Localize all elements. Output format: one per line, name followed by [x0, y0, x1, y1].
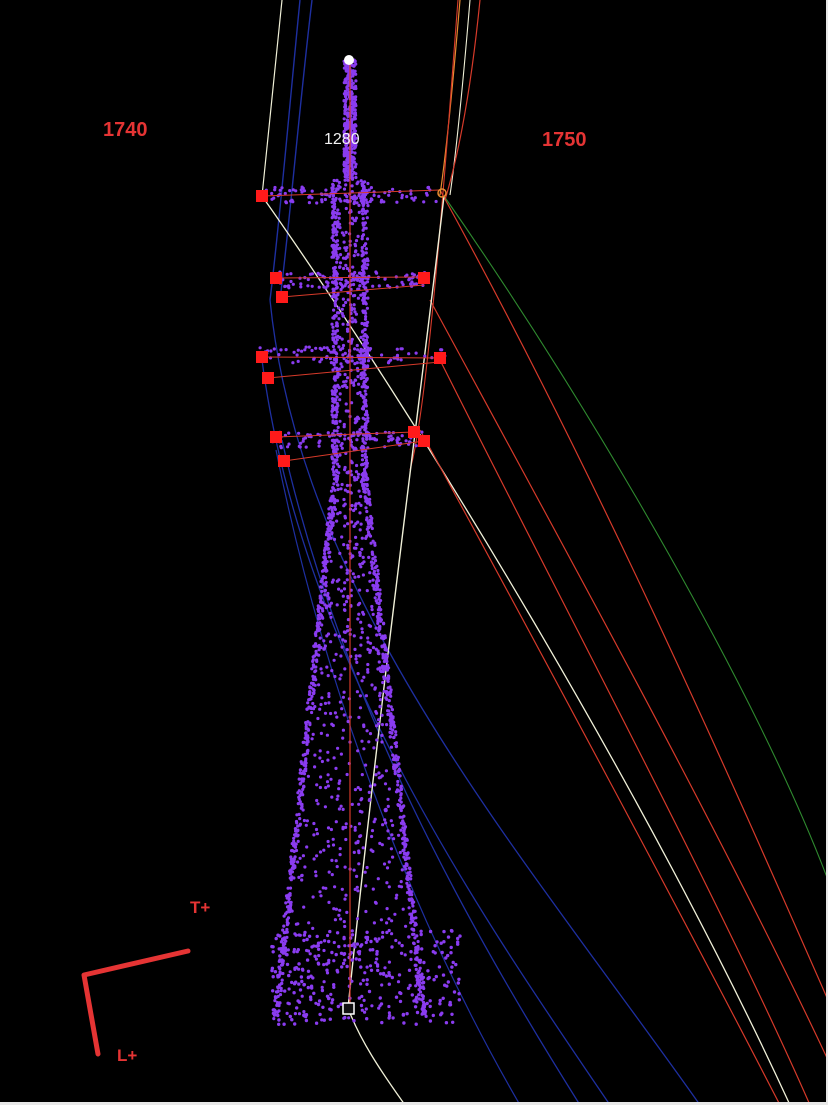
attachment-point-ring [437, 188, 447, 198]
tower-markers [342, 55, 355, 1015]
attachment-point-7 [434, 352, 446, 364]
attachment-point-6 [262, 372, 274, 384]
tower-id-label: 1280 [324, 131, 360, 148]
axis-l-label: L+ [117, 1046, 138, 1065]
axis-indicator-icon [81, 948, 191, 1057]
wire-2 [269, 0, 301, 301]
wire-10 [429, 299, 826, 1058]
tower-point-cloud [257, 58, 462, 1026]
wire-11 [439, 359, 810, 1102]
cross-arm-wire-5 [267, 361, 441, 379]
cross-arm-wire-6 [275, 431, 415, 438]
attachment-point-3 [276, 291, 288, 303]
wire-3 [279, 0, 313, 301]
attachment-point-1 [256, 190, 268, 202]
attachment-points [256, 188, 447, 467]
attachment-point-9 [278, 455, 290, 467]
attachment-point-5 [256, 351, 268, 363]
wire-12 [419, 429, 780, 1102]
cross-arm-wire-3 [281, 284, 425, 298]
tower-centerline [261, 62, 441, 1008]
wire-4 [269, 299, 699, 1102]
wire-14 [439, 0, 461, 196]
cross-arm-wire-2 [275, 276, 425, 279]
attachment-point-8 [270, 431, 282, 443]
wire-18 [347, 195, 445, 1009]
wire-1 [261, 0, 283, 197]
axis-t-label: T+ [190, 898, 211, 917]
tower-top-marker-icon [344, 55, 354, 65]
wire-16 [444, 0, 481, 201]
wire-17 [409, 0, 459, 471]
wire-7 [275, 449, 519, 1102]
attachment-point-2 [270, 272, 282, 284]
wire-15 [449, 0, 471, 196]
cross-arm-wire-1 [261, 189, 441, 197]
span-label-left: 1740 [103, 119, 148, 141]
cross-arm-wire-7 [283, 440, 425, 462]
wire-19 [347, 1007, 404, 1102]
wire-13 [443, 195, 826, 877]
wire-6 [281, 439, 579, 1102]
attachment-point-10 [408, 426, 420, 438]
axis-arms [81, 948, 191, 1057]
span-label-right: 1750 [542, 129, 587, 151]
cross-arm-wire-4 [261, 356, 441, 359]
tower-base-marker-icon [342, 1002, 355, 1015]
wire-8 [261, 195, 790, 1102]
attachment-point-11 [418, 435, 430, 447]
attachment-point-4 [418, 272, 430, 284]
wire-9 [439, 189, 826, 997]
